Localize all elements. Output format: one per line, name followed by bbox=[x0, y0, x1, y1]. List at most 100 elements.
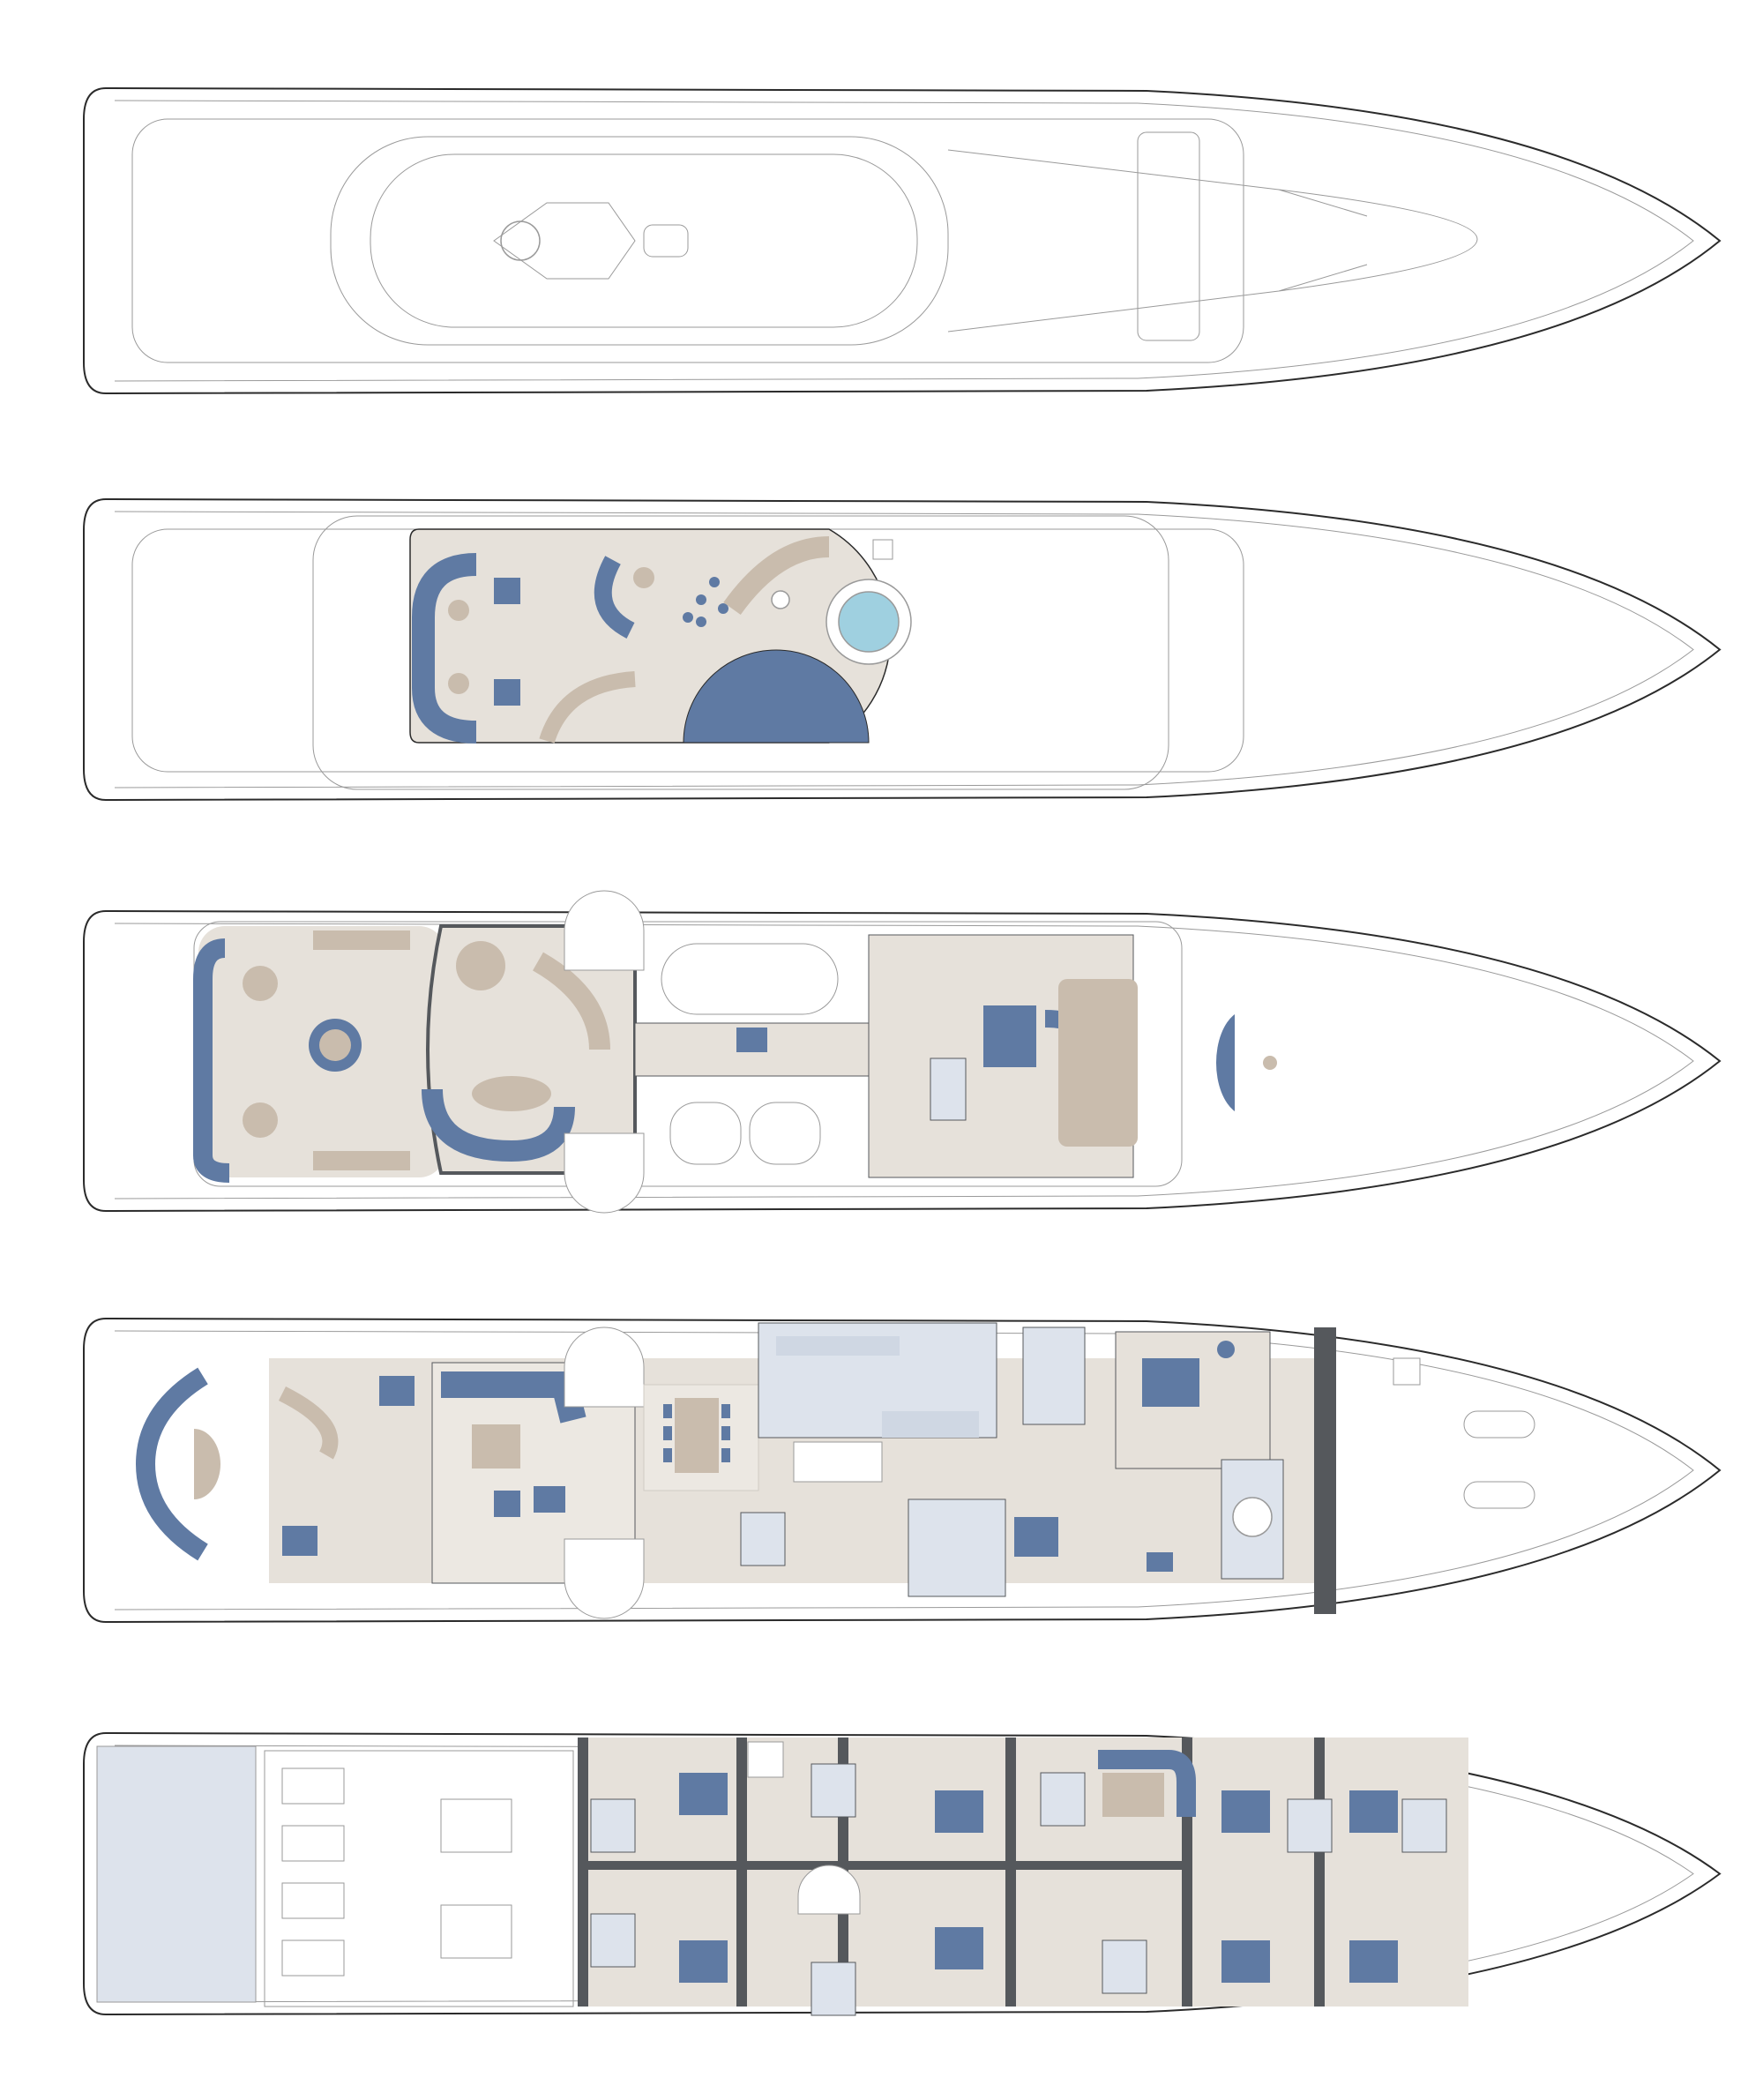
aft-table bbox=[194, 1429, 220, 1499]
bar bbox=[278, 1386, 339, 1460]
guest-bathroom bbox=[590, 1798, 636, 1853]
deck-edge-line bbox=[114, 511, 1694, 788]
guest-bed bbox=[1349, 1940, 1398, 1983]
vip-bed bbox=[1014, 1517, 1058, 1557]
guest-bathroom bbox=[1287, 1798, 1333, 1853]
mast bbox=[771, 590, 790, 609]
aft-sofa bbox=[135, 1367, 208, 1561]
sunbed bbox=[313, 930, 410, 950]
machinery bbox=[281, 1825, 345, 1862]
guest-bathroom bbox=[811, 1763, 856, 1818]
spiral-stair bbox=[564, 1327, 645, 1408]
aft-sofa bbox=[193, 938, 230, 1183]
interior-wall bbox=[1005, 1738, 1016, 2007]
deck-plan-3 bbox=[83, 890, 1722, 1214]
stair bbox=[797, 1865, 861, 1915]
coffee-table bbox=[472, 1424, 520, 1469]
jet-ski bbox=[749, 1102, 821, 1165]
lounge-sofa bbox=[412, 553, 477, 744]
storage-box bbox=[872, 539, 893, 560]
curved-sofa bbox=[594, 556, 635, 639]
stair bbox=[793, 1441, 883, 1483]
stool bbox=[696, 617, 706, 627]
sunpad bbox=[1463, 1410, 1535, 1439]
guest-bathroom bbox=[908, 1498, 1006, 1597]
guest-bed bbox=[1221, 1790, 1270, 1833]
sunbed bbox=[313, 1151, 410, 1170]
coffee-table bbox=[472, 1076, 551, 1111]
desk-chair bbox=[1147, 1552, 1173, 1572]
guest-bed bbox=[1221, 1940, 1270, 1983]
day-head bbox=[740, 1512, 786, 1566]
generator bbox=[440, 1904, 512, 1959]
deck-edge-line bbox=[114, 923, 1694, 1199]
armchair bbox=[534, 1486, 565, 1513]
guest-bed bbox=[679, 1773, 728, 1815]
stool bbox=[709, 577, 720, 587]
dining-chair bbox=[721, 1426, 730, 1440]
dining-chair bbox=[663, 1404, 672, 1418]
side-table bbox=[243, 966, 278, 1001]
armchair bbox=[494, 679, 520, 706]
dining-chair bbox=[663, 1426, 672, 1440]
hatch bbox=[1393, 1357, 1421, 1386]
radar-arch bbox=[493, 202, 636, 280]
spiral-stair bbox=[564, 1132, 645, 1214]
master-bed bbox=[1142, 1358, 1199, 1407]
foredeck-lines bbox=[947, 149, 1478, 333]
guest-bed bbox=[679, 1940, 728, 1983]
stool bbox=[683, 612, 693, 623]
foredeck-seat bbox=[1215, 1014, 1235, 1111]
helm-console bbox=[1058, 979, 1138, 1147]
hull-outline bbox=[83, 86, 1722, 395]
jet-ski bbox=[669, 1102, 742, 1165]
side-table bbox=[448, 600, 469, 621]
deck-plan-4 bbox=[83, 1317, 1722, 1624]
armchair bbox=[494, 578, 520, 604]
windscreen bbox=[1137, 131, 1200, 341]
side-table bbox=[448, 673, 469, 694]
armchair bbox=[282, 1526, 317, 1556]
deck-edge-line bbox=[114, 1330, 1694, 1610]
bar bbox=[532, 952, 610, 1050]
dining-chair bbox=[721, 1404, 730, 1418]
bar-counter bbox=[723, 536, 830, 616]
tender bbox=[661, 943, 839, 1015]
hatch bbox=[747, 1741, 784, 1778]
sunpad bbox=[683, 649, 870, 744]
jacuzzi bbox=[838, 591, 900, 653]
pantry bbox=[1022, 1327, 1086, 1425]
coffee-table bbox=[633, 567, 654, 588]
bathtub bbox=[1232, 1497, 1273, 1537]
machinery bbox=[281, 1939, 345, 1977]
foredeck-table bbox=[1263, 1056, 1277, 1070]
hardtop-inner bbox=[370, 153, 918, 328]
machinery bbox=[281, 1767, 345, 1805]
hardtop-outline bbox=[330, 136, 949, 346]
spiral-stair bbox=[564, 890, 645, 971]
desk-chair bbox=[736, 1028, 767, 1052]
captain-bed bbox=[983, 1005, 1036, 1067]
deck-plan-2 bbox=[83, 497, 1722, 802]
armchair bbox=[379, 1376, 415, 1406]
beach-club bbox=[96, 1745, 257, 2003]
guest-bathroom bbox=[1102, 1939, 1147, 1994]
crew-mess-table bbox=[1102, 1773, 1164, 1817]
machinery bbox=[281, 1882, 345, 1919]
guest-bathroom bbox=[811, 1962, 856, 2016]
guest-bed bbox=[1349, 1790, 1398, 1833]
master-armchair bbox=[1217, 1341, 1235, 1358]
galley-island bbox=[882, 1411, 979, 1438]
stool bbox=[696, 594, 706, 605]
interior-wall bbox=[578, 1738, 588, 2007]
bathroom bbox=[930, 1057, 967, 1121]
crew-mess-sofa bbox=[1098, 1750, 1196, 1817]
dining-table-top bbox=[319, 1029, 351, 1061]
armchair bbox=[494, 1491, 520, 1517]
sundeck-outline bbox=[312, 515, 1169, 790]
side-table bbox=[243, 1102, 278, 1138]
generator bbox=[440, 1798, 512, 1853]
radar-dome bbox=[643, 224, 689, 258]
guest-bathroom bbox=[590, 1913, 636, 1968]
